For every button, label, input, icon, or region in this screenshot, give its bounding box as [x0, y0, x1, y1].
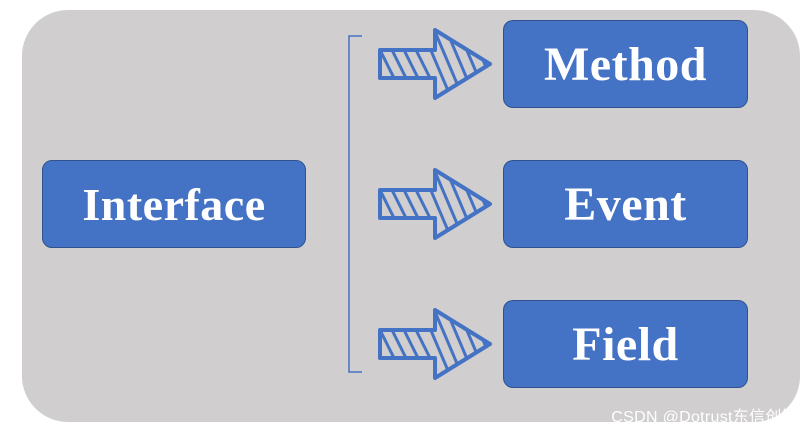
grouping-bracket: [348, 35, 362, 373]
method-node-label: Method: [544, 37, 707, 91]
watermark-text: CSDN @Dotrust东信创智: [611, 409, 798, 426]
field-node-label: Field: [572, 317, 679, 371]
method-node: Method: [503, 20, 748, 108]
hatched-right-arrow-icon: [370, 20, 500, 100]
event-node: Event: [503, 160, 748, 248]
event-node-label: Event: [564, 177, 687, 231]
interface-node: Interface: [42, 160, 306, 248]
hatched-right-arrow-icon: [370, 300, 500, 380]
field-node: Field: [503, 300, 748, 388]
hatched-right-arrow-icon: [370, 160, 500, 240]
interface-node-label: Interface: [82, 178, 266, 230]
